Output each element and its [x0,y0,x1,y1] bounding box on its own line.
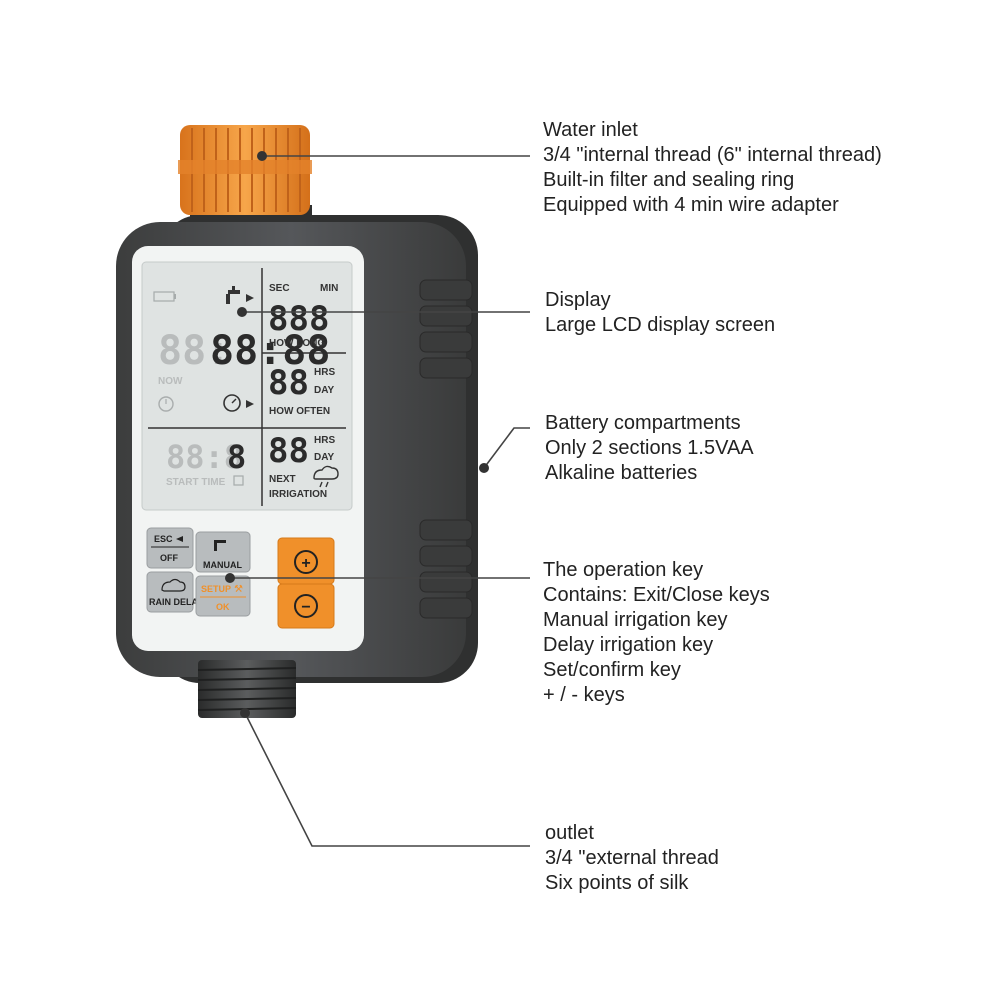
callout-line: The operation key [543,559,704,581]
back-arrow-icon [176,536,183,542]
start-time-digit: 8 [227,438,246,476]
rain-delay-button[interactable]: RAIN DELAY [146,571,203,613]
callout-line: 3/4 "external thread [545,847,719,869]
callout-outlet: outlet 3/4 "external thread Six points o… [545,821,719,896]
plus-label: + [301,555,310,572]
minus-label: − [301,599,310,616]
setup-label: SETUP [201,584,231,594]
esc-label: ESC [154,534,173,544]
callout-line: Only 2 sections 1.5VAA [545,437,754,459]
callout-line: outlet [545,822,594,844]
callout-line: Large LCD display screen [545,314,776,336]
callout-line: Contains: Exit/Close keys [543,584,770,606]
min-label: MIN [320,283,338,294]
callout-line: Equipped with 4 min wire adapter [543,194,839,216]
next-label: NEXT [269,474,296,485]
how-long-value: 888 [268,299,329,339]
callout-line: Battery compartments [545,412,741,434]
callout-line: Six points of silk [545,872,689,894]
callout-line: Set/confirm key [543,659,681,681]
esc-off-button[interactable]: ESC OFF [146,527,194,569]
faucet-icon [226,286,254,304]
callout-line: 3/4 "internal thread (6" internal thread… [543,144,882,166]
next-day-label: DAY [314,452,335,463]
callout-display: Display Large LCD display screen [545,288,775,338]
callout-operation-key: The operation key Contains: Exit/Close k… [543,558,770,708]
irrigation-label: IRRIGATION [269,489,327,500]
plus-button[interactable]: + [277,537,335,585]
now-label: NOW [158,376,183,387]
ok-label: OK [216,602,230,612]
faucet-icon [214,540,226,551]
callout-water-inlet: Water inlet 3/4 "internal thread (6" int… [543,118,882,218]
manual-label: MANUAL [203,560,242,570]
manual-button[interactable]: MANUAL [195,531,251,573]
now-time-ghost: 88: [158,328,230,374]
callout-battery: Battery compartments Only 2 sections 1.5… [545,411,754,486]
callout-line: Delay irrigation key [543,634,714,656]
rain-delay-label: RAIN DELAY [149,597,203,607]
callout-lines [230,155,530,847]
lcd-display: 88: 88:88 NOW SEC MIN 888 HOW LONG 88 HR… [141,261,353,511]
wrench-icon: ⚒ [234,584,243,595]
how-long-label: HOW LONG [269,338,325,349]
water-inlet-nut [178,125,312,227]
callout-line: Manual irrigation key [543,609,728,631]
start-time-ghost: 88:8 [166,438,243,476]
callout-line: Built-in filter and sealing ring [543,169,795,191]
day-label: DAY [314,385,335,396]
minus-button[interactable]: − [277,583,335,629]
how-often-value: 88 [268,363,309,403]
alarm-icon [233,475,244,486]
callout-line: + / - keys [543,684,625,706]
next-value: 88 [268,431,309,471]
callout-line: Display [545,289,611,311]
setup-ok-button[interactable]: SETUP ⚒ OK [195,575,251,617]
now-time: 88:88 [210,328,330,374]
cloud-icon [161,578,186,592]
water-outlet-thread [197,660,297,718]
repeat-clock-icon [223,394,254,412]
callout-line: Alkaline batteries [545,462,698,484]
button-panel: ESC OFF MANUAL RAIN DELAY SETUP ⚒ OK [146,527,335,629]
clock-icon [158,396,174,412]
start-time-label: START TIME [166,477,226,488]
next-hrs-label: HRS [314,435,335,446]
callout-line: Water inlet [543,119,638,141]
sec-label: SEC [269,283,290,294]
rain-cloud-icon [313,465,339,488]
hrs-label: HRS [314,367,335,378]
off-label: OFF [160,553,178,563]
how-often-label: HOW OFTEN [269,406,330,417]
callout-dots [225,151,489,718]
